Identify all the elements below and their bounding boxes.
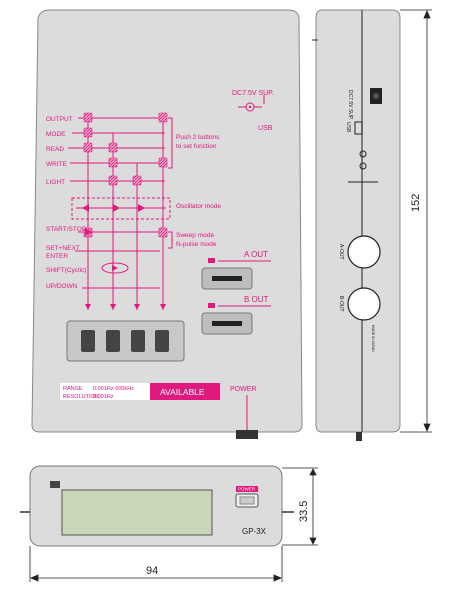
side-view: DC7.5V SUP. USB A-OUT B-OUT MADE IN JAPA…	[312, 9, 432, 441]
dc-sup-label: DC7.5V SUP.	[232, 90, 274, 97]
b-out-marker	[208, 303, 215, 308]
label-write: WRITE	[46, 161, 68, 168]
dc-jack-icon	[238, 95, 265, 112]
width-dim-label: 94	[146, 565, 158, 577]
width-dimension	[29, 546, 283, 582]
front-case	[31, 9, 303, 433]
oscillator-mode-label: Oscillator mode	[176, 203, 222, 210]
side-led-2	[359, 162, 367, 170]
bottom-indicator	[50, 481, 60, 488]
height-dimension	[400, 9, 432, 433]
label-set-next: SET+NEXT	[46, 245, 80, 252]
button-panel	[66, 320, 185, 362]
power-label: POWER	[230, 386, 256, 393]
range-value: 0.001Hz-600kHz	[93, 386, 134, 392]
side-power-switch	[356, 432, 362, 441]
b-out-label: B OUT	[244, 295, 269, 304]
button-4[interactable]	[155, 330, 169, 352]
button-labels: OUTPUT MODE READ WRITE LIGHT START/STOP …	[46, 116, 86, 290]
side-b-out-label: B-OUT	[338, 296, 344, 312]
label-shift-cyclic: SHIFT(Cyclic)	[46, 267, 86, 274]
side-case	[315, 9, 401, 433]
label-light: LIGHT	[46, 179, 65, 186]
side-usb-port	[354, 121, 363, 135]
available-badge	[150, 383, 220, 400]
npulse-mode-label: N-pulse mode	[176, 241, 217, 248]
push-note-line1: Push 2 buttons	[176, 134, 220, 141]
label-mode: MODE	[46, 131, 66, 138]
button-1[interactable]	[81, 330, 95, 352]
label-start-stop: START/STOP	[46, 226, 86, 233]
side-usb-label: USB	[345, 122, 351, 133]
range-label: RANGE	[63, 386, 83, 392]
mode-arrows	[82, 204, 166, 310]
resolution-value: 0.001Hz	[93, 394, 114, 400]
resolution-label: RESOLUTION	[63, 394, 99, 400]
usb-label: USB	[258, 125, 273, 132]
available-text: AVAILABLE	[160, 387, 205, 397]
label-up-down: UP/DOWN	[46, 283, 78, 290]
grid-button-markers	[83, 112, 168, 238]
depth-dimension	[282, 467, 318, 546]
height-dim-label: 152	[410, 194, 422, 212]
side-a-out-label: A-OUT	[338, 244, 344, 260]
side-led-1	[359, 150, 367, 158]
side-b-out-bnc	[347, 287, 381, 321]
label-enter: ENTER	[46, 253, 68, 260]
a-out-slot	[212, 276, 242, 281]
a-out-label: A OUT	[244, 250, 268, 259]
bottom-power-label: POWER	[238, 487, 256, 492]
lcd-window	[61, 489, 213, 536]
a-out-marker	[208, 258, 215, 263]
depth-dim-label: 33.5	[298, 501, 310, 522]
button-3[interactable]	[131, 330, 145, 352]
side-made-in: MADE IN JAPAN	[371, 325, 375, 352]
model-label: GP-3X	[242, 527, 267, 536]
bottom-view: POWER GP-3X 33.5 94	[20, 465, 318, 582]
label-read: READ	[46, 146, 64, 153]
b-out-slot	[212, 321, 242, 326]
function-grid	[68, 117, 173, 310]
power-switch[interactable]	[236, 430, 258, 439]
push-note-line2: to set function	[176, 143, 217, 150]
button-2[interactable]	[106, 330, 120, 352]
bottom-power-badge	[236, 486, 258, 492]
side-a-out-bnc	[347, 235, 381, 269]
sweep-mode-label: Sweep mode	[176, 232, 214, 239]
front-view: DC7.5V SUP. USB OUTPUT MODE READ WRITE L…	[31, 9, 303, 439]
side-dc-sup-label: DC7.5V SUP.	[347, 90, 353, 120]
label-output: OUTPUT	[46, 116, 73, 123]
